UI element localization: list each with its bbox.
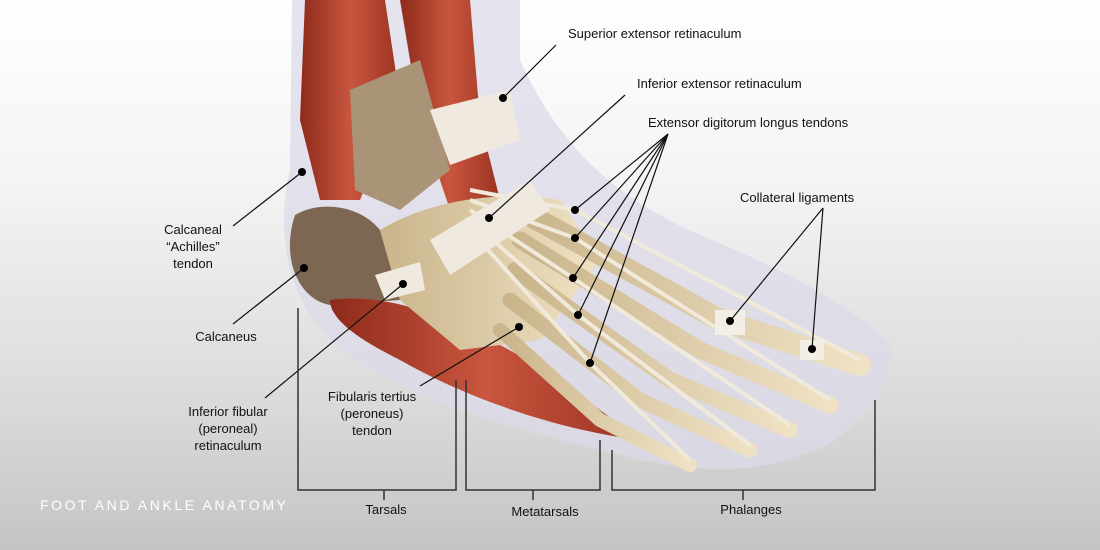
label-inferior-fibular-retinaculum: Inferior fibular (peroneal) retinaculum (188, 403, 267, 454)
label-line: Fibularis tertius (327, 389, 417, 404)
label-extensor-digitorum-longus: Extensor digitorum longus tendons (648, 115, 849, 130)
figure-title: FOOT AND ANKLE ANATOMY (40, 497, 289, 513)
brackets (297, 308, 876, 500)
tibia-bone (350, 60, 450, 210)
phalanges-bracket (611, 400, 876, 500)
label-line: Calcaneal (164, 222, 222, 237)
label-calcaneus: Calcaneus (195, 329, 257, 344)
group-label-phalanges: Phalanges (720, 502, 782, 517)
group-label-tarsals: Tarsals (365, 502, 407, 517)
label-line: (peroneal) (198, 421, 258, 436)
label-line: tendon (352, 423, 392, 438)
label-dots (298, 94, 816, 367)
inferior-retinaculum (430, 180, 550, 275)
leader-lines (232, 44, 824, 399)
label-line: (peroneus) (340, 406, 404, 421)
label-line: retinaculum (194, 438, 262, 453)
group-label-metatarsals: Metatarsals (511, 504, 579, 519)
label-line: “Achilles” (166, 239, 220, 254)
label-collateral-ligaments: Collateral ligaments (740, 190, 855, 205)
calcaneus-bone (289, 206, 400, 305)
label-achilles-tendon: Calcaneal “Achilles” tendon (164, 221, 222, 272)
label-line: tendon (173, 256, 213, 271)
label-fibularis-tertius-tendon: Fibularis tertius (peroneus) tendon (328, 388, 416, 439)
superior-retinaculum (430, 90, 520, 165)
label-inferior-extensor-retinaculum: Inferior extensor retinaculum (637, 76, 802, 91)
label-superior-extensor-retinaculum: Superior extensor retinaculum (568, 26, 742, 41)
tarsals-bracket (297, 308, 457, 500)
fibular-retinaculum (375, 262, 425, 300)
label-line: Inferior fibular (188, 404, 268, 419)
metatarsals-bracket (465, 380, 601, 500)
sole-muscle (330, 298, 640, 440)
